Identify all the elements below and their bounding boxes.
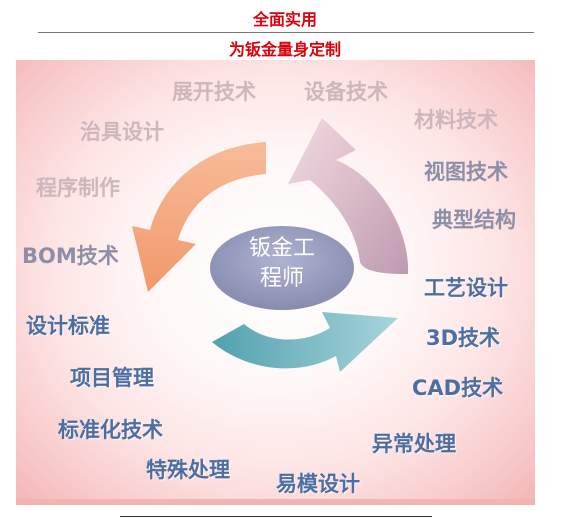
label-chengxu: 程序制作	[36, 176, 120, 200]
bottom-divider	[120, 516, 432, 517]
label-shebei: 设备技术	[304, 80, 388, 104]
label-shitu: 视图技术	[424, 160, 508, 184]
page-title: 全面实用	[252, 10, 317, 29]
label-yichang: 异常处理	[372, 432, 456, 456]
orange-cycle-arrow	[132, 142, 266, 292]
center-label: 钣金工 程师	[212, 234, 352, 294]
label-biaozhun: 标准化技术	[58, 418, 163, 442]
center-line-2: 程师	[259, 266, 304, 291]
panel-bottom-bar	[16, 499, 535, 505]
label-yimo: 易模设计	[276, 472, 360, 496]
label-dianxing: 典型结构	[432, 208, 516, 232]
page-subtitle: 为钣金量身定制	[228, 40, 341, 59]
pink-cycle-arrow	[288, 118, 409, 274]
center-ellipse	[210, 226, 354, 310]
label-gongyi: 工艺设计	[424, 276, 508, 300]
label-sheji: 设计标准	[26, 314, 110, 338]
label-xiangmu: 项目管理	[70, 366, 154, 390]
label-cad: CAD技术	[412, 376, 504, 400]
label-zhiju: 治具设计	[80, 120, 164, 144]
label-zhankai: 展开技术	[172, 80, 256, 104]
teal-cycle-arrow	[212, 312, 398, 372]
label-cailiao: 材料技术	[414, 108, 498, 132]
title-divider	[38, 32, 534, 33]
label-teshu: 特殊处理	[146, 458, 230, 482]
label-bom: BOM技术	[22, 244, 119, 268]
center-line-1: 钣金工	[248, 236, 315, 261]
cycle-diagram	[132, 118, 409, 372]
label-3d: 3D技术	[426, 326, 501, 350]
